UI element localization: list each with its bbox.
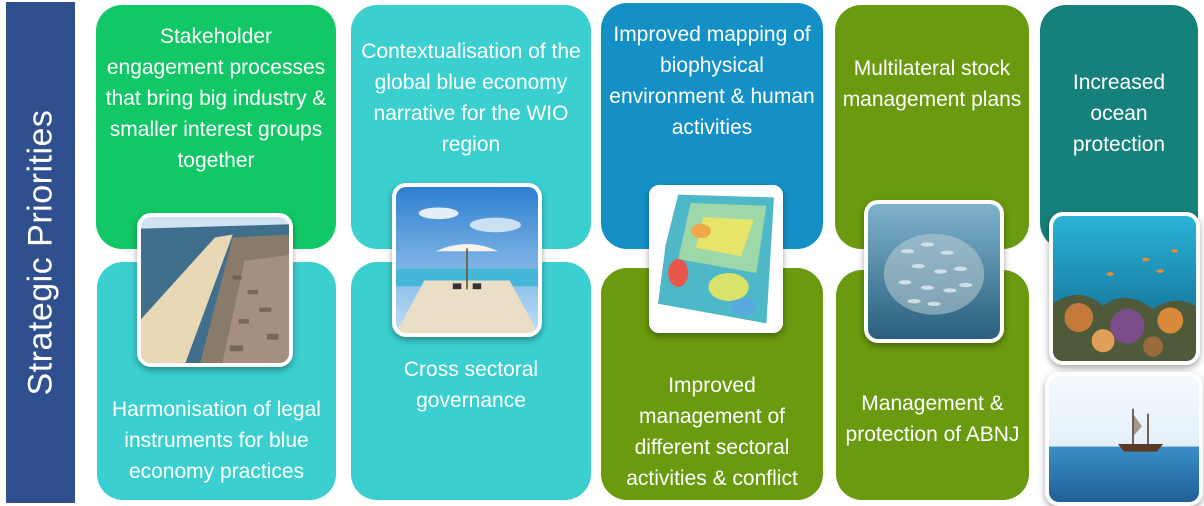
beach-umbrella-photo <box>392 183 542 337</box>
priority-text: Multilateral stock management plans <box>842 57 1022 111</box>
sailing-ship-photo <box>1045 372 1203 506</box>
sidebar-title: Strategic Priorities <box>21 109 59 396</box>
coastline-photo <box>137 213 293 367</box>
priority-text: Management & protection of ABNJ <box>845 392 1020 446</box>
fish-school-photo <box>864 200 1004 343</box>
priority-text: Improved mapping of biophysical environm… <box>609 23 815 139</box>
heatmap-photo <box>649 185 783 333</box>
priority-text: Increased ocean protection <box>1072 71 1166 156</box>
priority-box-stakeholder-engagement: Stakeholder engagement processes that br… <box>96 5 336 249</box>
priority-text: Cross sectoral governance <box>403 358 539 412</box>
priority-box-ocean-protection: Increased ocean protection <box>1040 5 1198 249</box>
priority-text: Contextualisation of the global blue eco… <box>361 40 581 156</box>
coral-reef-photo <box>1049 212 1200 365</box>
priority-text: Stakeholder engagement processes that br… <box>105 25 327 172</box>
sidebar: Strategic Priorities <box>6 2 75 503</box>
priority-text: Harmonisation of legal instruments for b… <box>112 398 321 483</box>
priority-text: Improved management of different sectora… <box>626 374 798 490</box>
